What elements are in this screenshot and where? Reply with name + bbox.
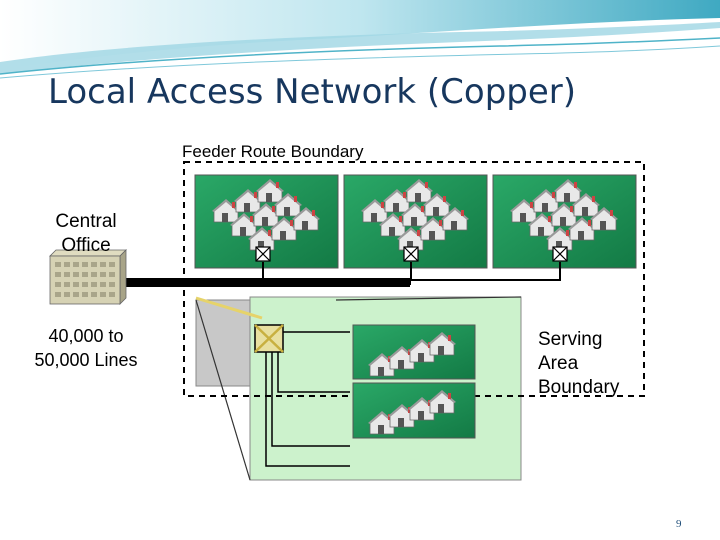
page-number: 9 — [676, 518, 682, 530]
central-office-label: Central Office — [38, 210, 134, 258]
central-office-label-line2: Office — [61, 235, 111, 256]
cross-connect-box-icon — [403, 246, 419, 262]
serving-area-boundary-label: Serving Area Boundary — [538, 328, 619, 400]
feeder-cable — [125, 278, 410, 287]
cross-connect-box-icon — [254, 324, 284, 353]
lines-count-label-line2: 50,000 Lines — [34, 350, 138, 370]
serving-area-label-line1: Serving — [538, 329, 603, 350]
central-office-building-icon — [49, 249, 127, 305]
central-office-label-line1: Central — [55, 211, 117, 232]
header-banner — [0, 0, 720, 79]
feeder-route-boundary-label: Feeder Route Boundary — [182, 142, 364, 161]
cross-connect-box-icon — [552, 246, 568, 262]
serving-area-label-line3: Boundary — [538, 377, 620, 398]
slide-title: Local Access Network (Copper) — [48, 72, 577, 112]
cross-connect-box-icon — [255, 246, 271, 262]
neighborhood-panel-5 — [352, 382, 476, 439]
lines-count-label-line1: 40,000 to — [48, 326, 124, 346]
lines-count-label: 40,000 to 50,000 Lines — [18, 324, 154, 372]
serving-area-label-line2: Area — [538, 353, 579, 374]
neighborhood-panel-4 — [352, 324, 476, 380]
